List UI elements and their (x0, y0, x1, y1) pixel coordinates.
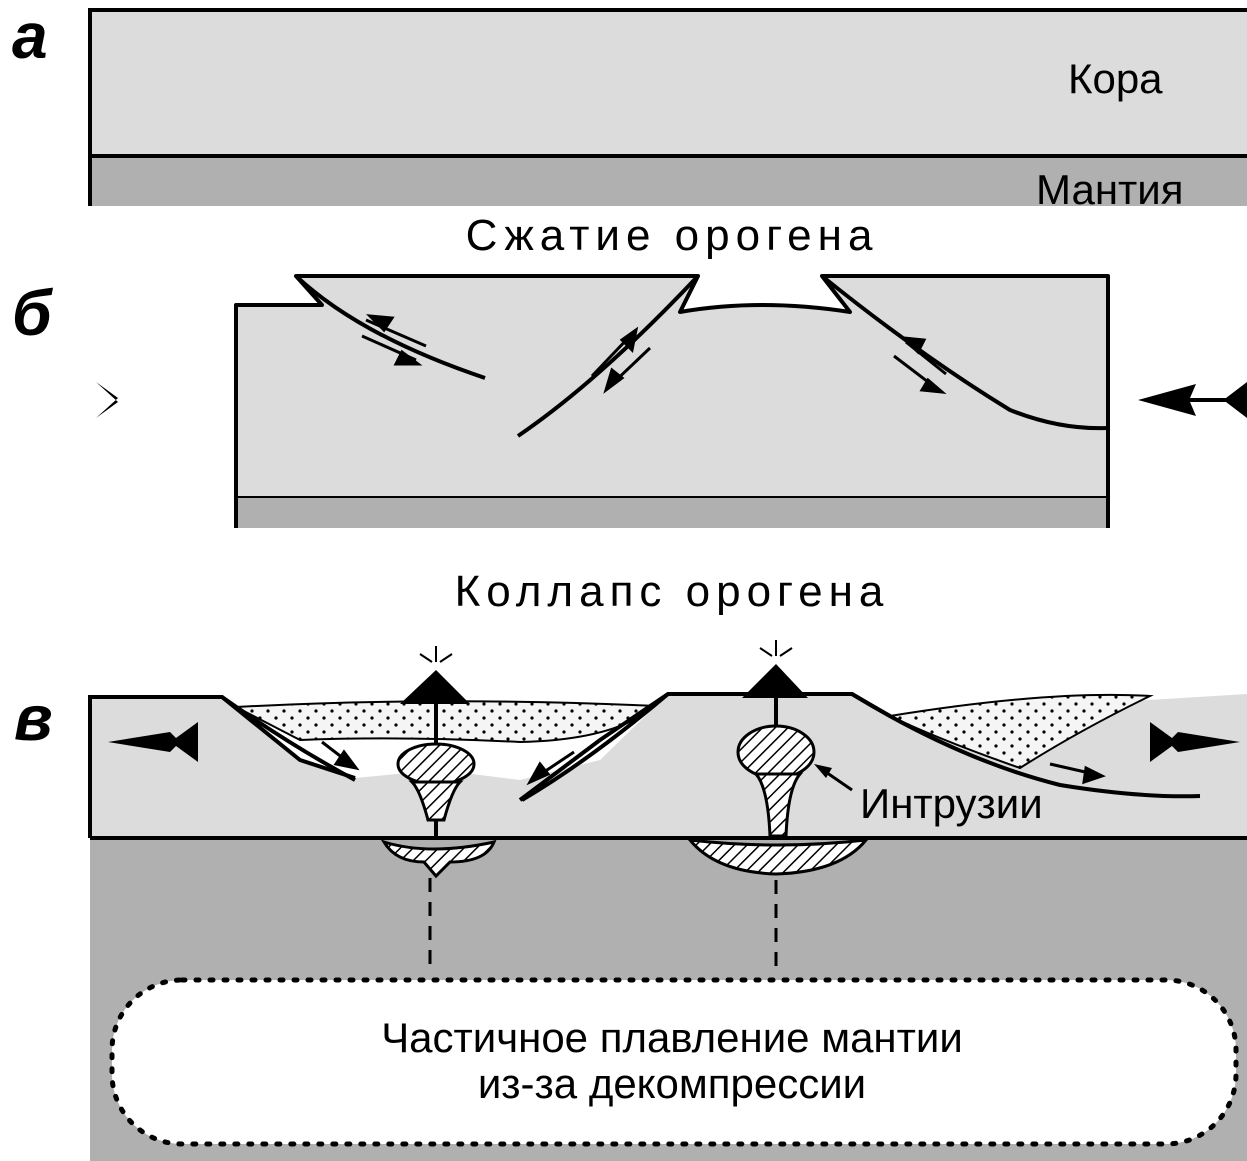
intrusions-label: Интрузии (860, 780, 1043, 827)
thrust-fault-center (516, 274, 700, 438)
extension-arrow-right (1150, 722, 1240, 762)
crust-layer (90, 10, 1247, 156)
panel-a-letter: а (12, 0, 48, 72)
normal-fault-center (520, 692, 670, 802)
volcano-left (380, 646, 497, 968)
sediment-basin-left (232, 700, 658, 744)
detachment-fault-right (850, 692, 1201, 799)
sediment-basin-right (886, 693, 1154, 770)
melting-zone (109, 977, 1239, 1147)
crust-label: Кора (1068, 55, 1163, 102)
intrusion-pointer-head (814, 764, 832, 778)
panel-a: а Кора Мантия (12, 0, 1247, 213)
collapse-title: Коллапс орогена (455, 567, 890, 616)
fault-motion-arrows-b (361, 314, 947, 394)
compression-arrow-left (96, 382, 214, 418)
compression-title: Сжатие орогена (466, 211, 879, 260)
panel-c-letter: в (14, 682, 53, 754)
extension-arrow-left (108, 722, 198, 762)
fault-motion-arrows-c (321, 740, 1106, 786)
compression-arrow-right (1138, 382, 1247, 418)
panel-b-letter: б (12, 277, 54, 349)
panel-c: Коллапс орогена в (14, 567, 1247, 1161)
melting-note-line2: из-за декомпрессии (478, 1060, 866, 1107)
mantle-layer-b (236, 498, 1108, 528)
mantle-layer (90, 156, 1247, 206)
melting-note-line1: Частичное плавление мантии (381, 1014, 963, 1061)
thrust-fault-left (294, 274, 486, 380)
panel-b: Сжатие орогена б (12, 211, 1247, 528)
volcano-right (686, 640, 870, 968)
thrust-fault-right (820, 274, 1109, 431)
crust-outline (88, 8, 1247, 206)
normal-fault-left (220, 695, 356, 782)
mantle-label: Мантия (1036, 166, 1183, 213)
